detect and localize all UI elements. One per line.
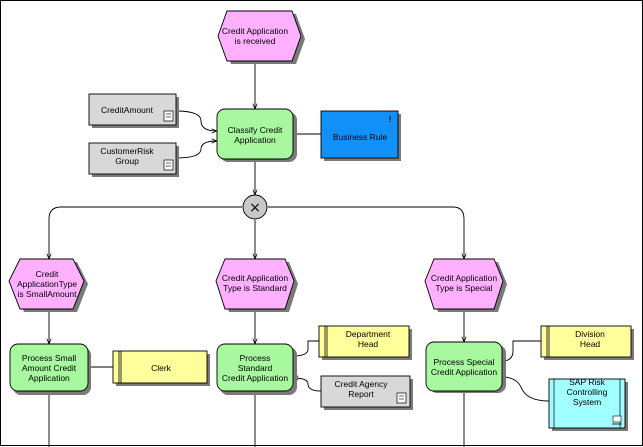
label-line: Credit Application (222, 273, 288, 283)
label-line: ApplicationType (17, 279, 77, 289)
label-line: Credit Application (222, 373, 288, 383)
label-line: Application (234, 135, 276, 145)
label-line: is received (235, 36, 276, 46)
flow-xor-to-special (268, 206, 464, 259)
label-line: Group (115, 156, 139, 166)
flow-sap-link (501, 376, 550, 402)
label-line: Process Small (22, 353, 76, 363)
xor-connector[interactable]: × (242, 194, 268, 220)
label-line: System (573, 397, 601, 407)
flow-xor-to-small (49, 206, 242, 259)
flow-creditamount-to-classify (175, 110, 217, 131)
document-icon (396, 392, 407, 404)
flow-divhead-link (501, 340, 541, 362)
label-line: Division (575, 329, 605, 339)
role-clerk-label: Clerk (151, 363, 172, 373)
label-line: Credit (36, 269, 59, 279)
label-line: Process (240, 353, 271, 363)
label-line: CustomerRisk (100, 146, 154, 156)
label-line: SAP Risk (569, 377, 605, 387)
label-line: Classify Credit (228, 125, 283, 135)
info-credit-amount-label: CreditAmount (101, 105, 154, 115)
label-line: Report (348, 389, 374, 399)
business-rule-label: Business Rule (333, 132, 388, 142)
document-icon (163, 110, 174, 122)
flow-agencyreport-to-standard (293, 378, 322, 392)
label-line: Head (358, 339, 379, 349)
label-line: Credit Application (431, 367, 497, 377)
info-credit-amount[interactable]: CreditAmount (88, 93, 179, 128)
label-line: Head (580, 339, 601, 349)
label-line: Amount Credit (22, 363, 77, 373)
label-line: is SmallAmount (17, 289, 77, 299)
connections (49, 61, 550, 447)
label-line: Type is Standard (223, 283, 287, 293)
computer-icon (612, 415, 622, 425)
label-line: Standard (238, 363, 273, 373)
label-line: Credit Agency (335, 379, 389, 389)
label-line: Business Rule (333, 132, 388, 142)
label-line: CreditAmount (101, 105, 154, 115)
label-line: Credit Application (222, 26, 288, 36)
label-line: Application (28, 373, 70, 383)
business-rule[interactable]: Business Rule ! (320, 110, 401, 161)
label-line: Credit Application (431, 273, 497, 283)
flow-riskgroup-to-classify (175, 141, 217, 159)
document-icon (163, 159, 174, 171)
label-line: Process Special (434, 357, 495, 367)
label-line: Department (346, 329, 391, 339)
exclamation-icon: ! (389, 114, 392, 124)
label-line: Type is Special (435, 283, 492, 293)
xor-icon: × (249, 200, 261, 216)
label-line: Controlling (567, 387, 608, 397)
role-clerk[interactable]: Clerk (112, 350, 210, 386)
label-line: Clerk (151, 363, 172, 373)
